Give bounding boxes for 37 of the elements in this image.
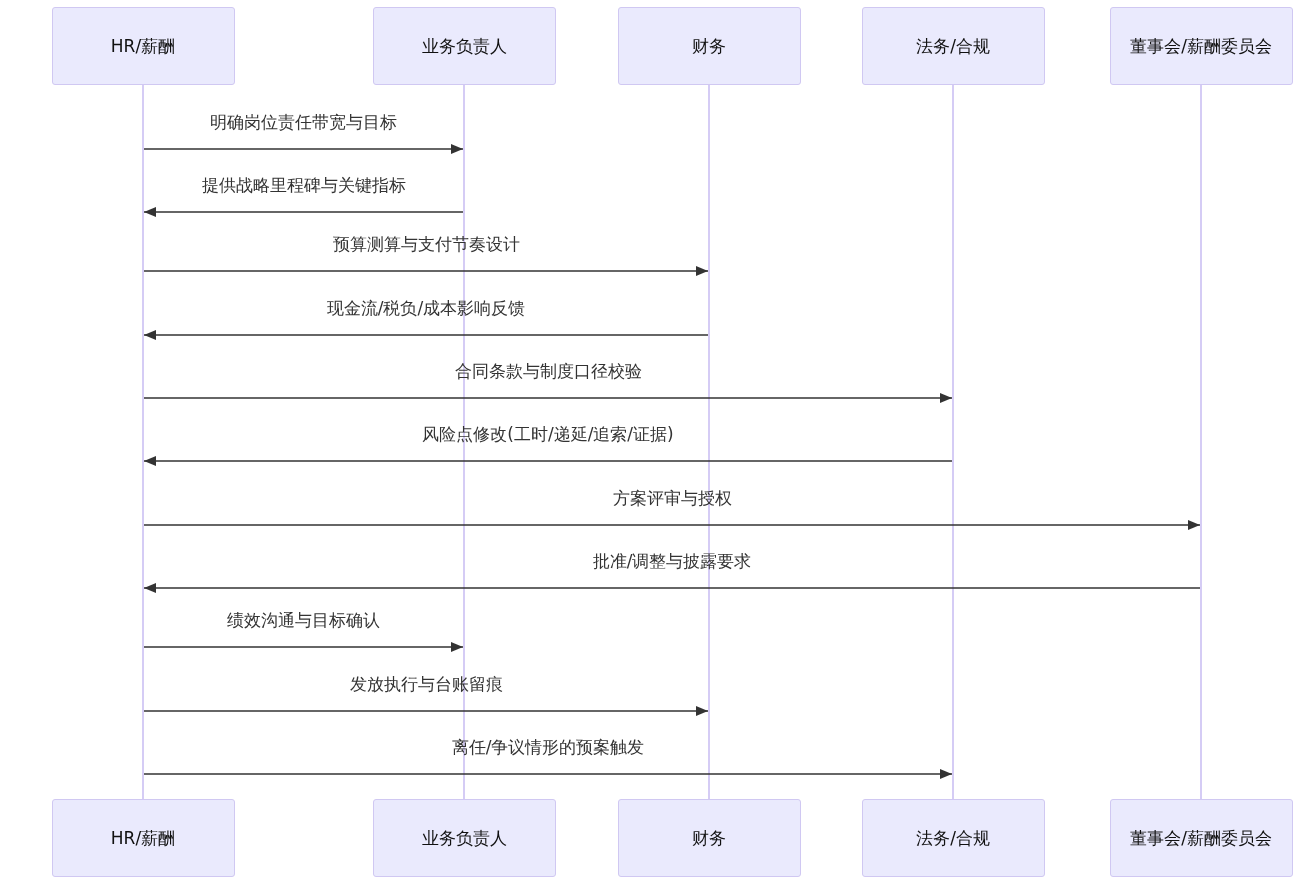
participant-box: 财务 (617, 799, 801, 877)
edge-label: 批准/调整与披露要求 (592, 550, 752, 573)
participant-box: 财务 (617, 7, 801, 85)
lifeline (952, 85, 954, 799)
participant-box: HR/薪酬 (51, 799, 235, 877)
lifeline (1200, 85, 1202, 799)
edge-label: 提供战略里程碑与关键指标 (201, 174, 406, 197)
message-arrow (143, 330, 709, 340)
lifeline (463, 85, 465, 799)
message-arrow (143, 583, 1201, 593)
participant-box: 法务/合规 (861, 799, 1045, 877)
participant-box: 业务负责人 (372, 7, 556, 85)
edge-label: 合同条款与制度口径校验 (454, 360, 642, 383)
edge-label: 预算测算与支付节奏设计 (332, 233, 520, 256)
edge-label: 明确岗位责任带宽与目标 (210, 111, 397, 134)
message-arrow (143, 706, 709, 716)
participant-box: 董事会/薪酬委员会 (1109, 7, 1293, 85)
lifeline (708, 85, 710, 799)
edge-label: 方案评审与授权 (612, 487, 732, 510)
edge-label: 发放执行与台账留痕 (349, 673, 503, 696)
participant-box: 业务负责人 (372, 799, 556, 877)
participant-box: 董事会/薪酬委员会 (1109, 799, 1293, 877)
message-arrow (143, 769, 953, 779)
participant-box: 法务/合规 (861, 7, 1045, 85)
edge-label: 现金流/税负/成本影响反馈 (326, 297, 526, 320)
message-arrow (143, 207, 464, 217)
edge-label: 离任/争议情形的预案触发 (451, 736, 645, 759)
edge-label: 绩效沟通与目标确认 (227, 609, 380, 632)
message-arrow (143, 393, 953, 403)
lifeline (142, 85, 144, 799)
edge-label: 风险点修改(工时/递延/追索/证据) (422, 423, 674, 446)
message-arrow (143, 144, 464, 154)
message-arrow (143, 520, 1201, 530)
message-arrow (143, 642, 464, 652)
message-arrow (143, 266, 709, 276)
message-arrow (143, 456, 953, 466)
participant-box: HR/薪酬 (51, 7, 235, 85)
